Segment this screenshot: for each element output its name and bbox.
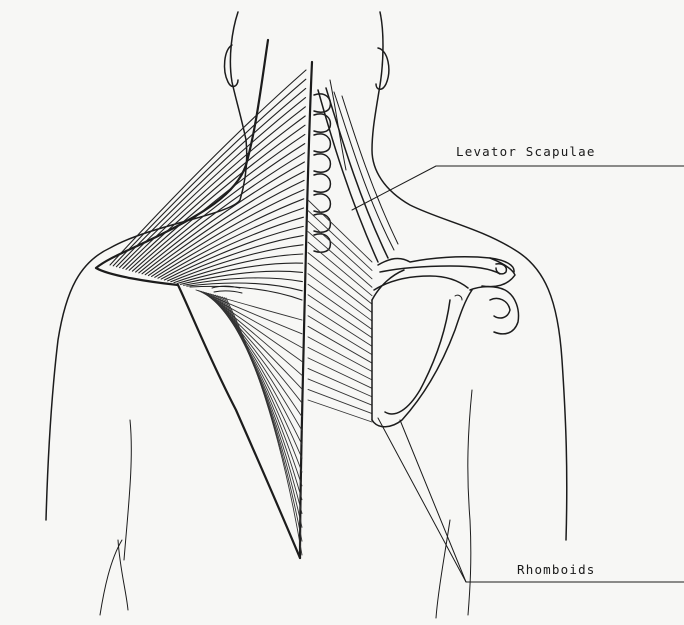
rhomboid-fiber bbox=[308, 337, 372, 372]
trapezius-fiber bbox=[226, 298, 302, 555]
trapezius-fiber bbox=[113, 79, 306, 266]
trapezius-fiber bbox=[158, 208, 304, 278]
vertebra bbox=[314, 154, 330, 172]
trapezius-fiber bbox=[207, 293, 302, 403]
levator-leader-line bbox=[352, 166, 684, 210]
leader-lines bbox=[352, 166, 684, 582]
rhomboid-fiber bbox=[308, 305, 372, 346]
rhomboid-fiber bbox=[308, 274, 372, 321]
vertebra bbox=[314, 174, 330, 192]
rhomboid-fiber bbox=[308, 284, 372, 329]
rhomboid-fiber bbox=[308, 316, 372, 355]
rhomboids-leader-line bbox=[400, 420, 684, 582]
vertebra bbox=[314, 194, 330, 212]
levator-scapulae-label: Levator Scapulae bbox=[456, 144, 596, 159]
trapezius-muscle bbox=[96, 40, 312, 558]
body-outline bbox=[46, 12, 567, 618]
trapezius-fiber bbox=[123, 107, 306, 269]
rhomboid-fiber bbox=[308, 200, 372, 262]
trapezius-fiber bbox=[210, 294, 302, 431]
rhomboid-fiber bbox=[308, 347, 372, 380]
scapula bbox=[372, 257, 518, 427]
rhomboids-label: Rhomboids bbox=[517, 562, 596, 577]
rhomboid-fiber bbox=[308, 400, 372, 422]
trapezius-fiber bbox=[136, 144, 305, 272]
trapezius-fiber bbox=[132, 134, 304, 271]
vertebra bbox=[314, 134, 330, 152]
trapezius-fiber bbox=[164, 226, 303, 280]
trapezius-fiber bbox=[215, 295, 302, 472]
trapezius-fiber bbox=[142, 162, 304, 274]
deep-muscles bbox=[308, 88, 398, 422]
